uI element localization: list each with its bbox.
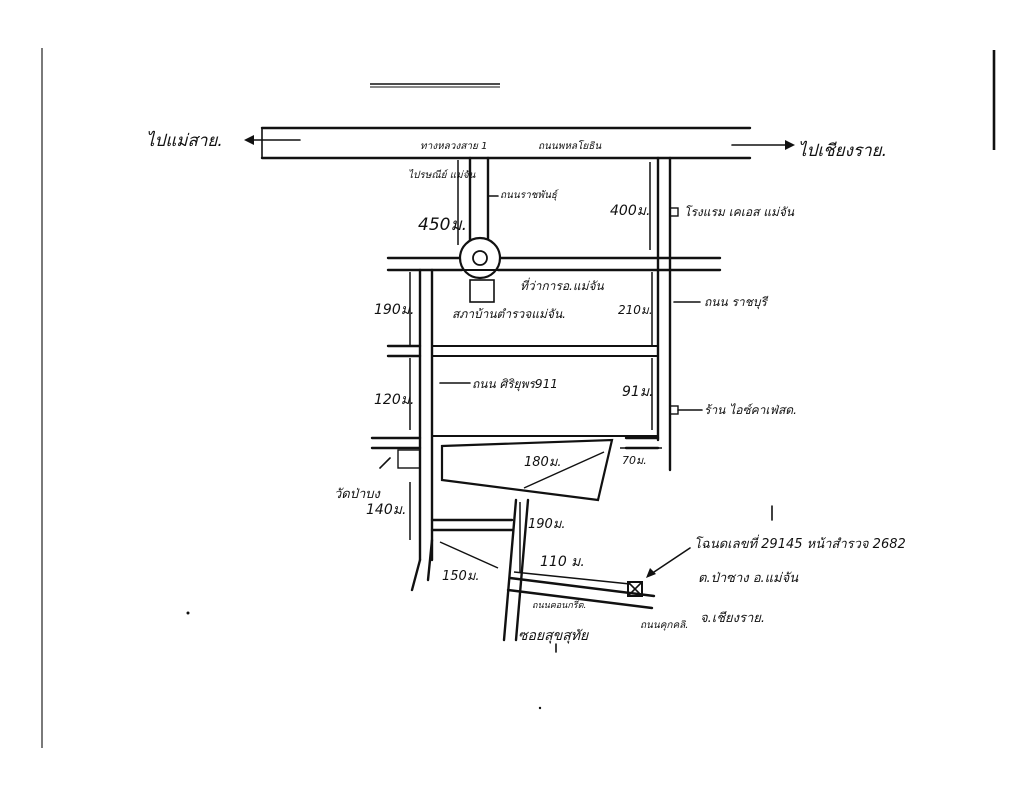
lower-west-road (410, 558, 422, 592)
deed-line-3: จ.เชียงราย. (700, 610, 765, 626)
hotel-label: โรงแรม เคเอส แม่จัน (684, 205, 795, 219)
side-road-name: ถนนราชพันธุ์ (500, 189, 559, 201)
highway-label: ทางหลวงสาย 1 (420, 141, 487, 152)
hotel-marker (669, 207, 679, 217)
highway-road-name: ถนนพหลโยธิน (538, 140, 602, 152)
block-middle (431, 355, 659, 437)
plot-arrowhead (646, 568, 656, 578)
district-hall-building (469, 279, 495, 303)
dim-180-line (523, 451, 605, 489)
diag-road-left (502, 498, 518, 642)
triangle-block (440, 438, 614, 502)
dim-70-label: 70ม. (622, 454, 647, 467)
dim-450-label: 450ม. (418, 215, 467, 235)
market-label: ร้าน ไอซ์คาเฟ่สด. (704, 403, 797, 417)
dim-91-label: 91ม. (622, 384, 654, 400)
rachaburi-road-label: ถนน ราชบุรี (704, 295, 769, 310)
dim-140-label: 140ม. (366, 502, 406, 518)
dim-190a-label: 190ม. (374, 302, 414, 318)
plot-arrow (647, 547, 691, 577)
left-arrowhead (244, 135, 254, 145)
district-hall-label: ที่ว่าการอ.แม่จัน (520, 277, 605, 293)
left-direction-label: ไปแม่สาย. (146, 130, 223, 151)
kirin-road-label: ถนน ศิริยุพร911 (472, 377, 558, 392)
dim-150-label: 150ม. (442, 569, 480, 584)
dim-400-label: 400ม. (610, 203, 650, 219)
deed-line-1: โฉนดเลขที่ 29145 หน้าสำรวจ 2682 (694, 534, 906, 552)
temple-marker (397, 449, 421, 469)
roundabout-center (472, 250, 488, 266)
dim-190b-label: 190ม. (528, 517, 566, 532)
right-direction-label: ไปเชียงราย. (798, 140, 887, 161)
dim-120-label: 120ม. (374, 392, 414, 408)
police-station-label: สภาบ้านตำรวจแม่จัน. (452, 307, 566, 321)
dim-110-line (513, 571, 631, 585)
temple-label: วัดป่าบง (334, 487, 382, 502)
block-district (431, 269, 659, 347)
temple-arrow (379, 457, 391, 469)
roundabout (458, 236, 502, 280)
diag-road-right (514, 498, 530, 642)
dim-150-line (439, 541, 499, 569)
small-road-label: ถนนคอนกรีต. (532, 600, 586, 611)
lower-west-road-2 (426, 538, 434, 582)
deed-line-2: ต.ป่าซาง อ.แม่จัน (698, 571, 799, 586)
stray-dot-2 (538, 706, 542, 710)
plot-road-bot (506, 588, 654, 610)
alley-label: ซอยสุขสุทัย (518, 628, 589, 644)
dim-210-label: 210ม. (618, 303, 653, 317)
post-office-label: ไปรษณีย์ แม่จัน (408, 169, 477, 181)
dim-110-label: 110 ม. (540, 554, 585, 570)
plot-road-label: ถนนคุกคลิ. (640, 619, 688, 631)
stray-dot-1 (186, 611, 190, 615)
plot-marker (627, 581, 643, 597)
right-arrowhead (785, 140, 795, 150)
dim-180-label: 180ม. (524, 455, 562, 470)
